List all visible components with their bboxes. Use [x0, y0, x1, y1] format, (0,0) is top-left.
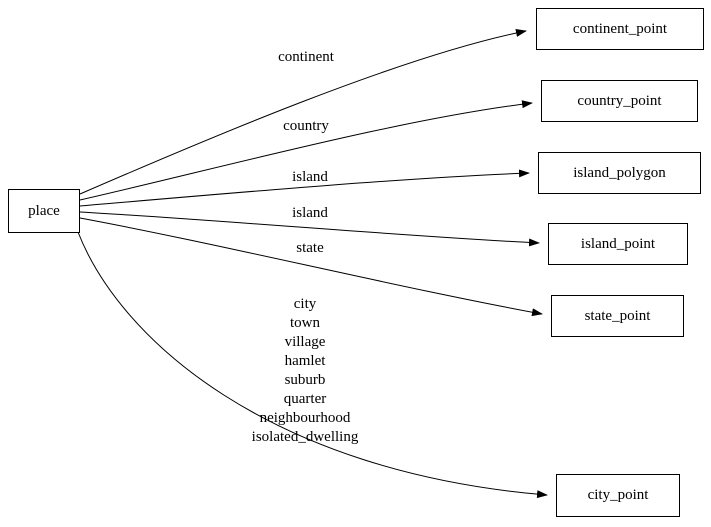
node-country-point: country_point [541, 80, 698, 122]
edge-place-continent_point [79, 29, 527, 195]
edge-label-island-polygon: island [292, 169, 328, 185]
edge-label-state: state [296, 240, 324, 256]
node-island-point: island_point [548, 223, 688, 265]
node-island-point-label: island_point [580, 235, 656, 252]
node-continent-point-label: continent_point [572, 20, 668, 37]
node-place-label: place [28, 202, 60, 219]
edge-place-country_point [79, 100, 533, 201]
edge-place-island_point [79, 211, 540, 247]
edge-label-country: country [283, 118, 329, 134]
node-place: place [8, 189, 80, 233]
node-island-polygon: island_polygon [538, 152, 701, 194]
node-state-point-label: state_point [584, 307, 651, 324]
node-state-point: state_point [551, 295, 684, 337]
node-island-polygon-label: island_polygon [573, 164, 666, 181]
node-continent-point: continent_point [536, 8, 704, 50]
edge-place-city_point [77, 231, 548, 499]
node-city-point-label: city_point [587, 487, 649, 503]
edge-label-island-point: island [292, 205, 328, 221]
edge-place-island_polygon [79, 169, 530, 207]
edge-place-state_point [79, 217, 543, 317]
node-country-point-label: country_point [577, 92, 662, 109]
edge-label-city-group: city town village hamlet suburb quarter … [251, 296, 359, 445]
edge-label-continent: continent [278, 49, 334, 65]
node-city-point: city_point [556, 474, 680, 517]
